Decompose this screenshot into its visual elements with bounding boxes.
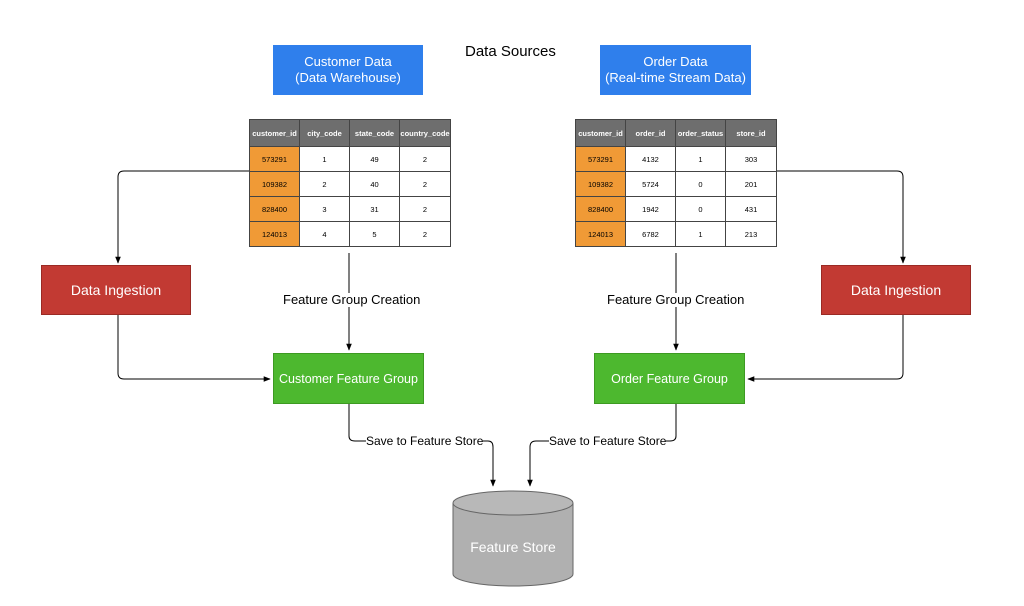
table-cell: 303 (725, 146, 777, 172)
arrow-customer-to-ingestion (115, 170, 249, 264)
table-cell: 1 (675, 146, 726, 172)
column-header: customer_id (575, 119, 626, 147)
customer-id-cell: 109382 (575, 171, 626, 197)
table-cell: 3 (299, 196, 350, 222)
feature-store-cylinder (452, 490, 574, 587)
table-row: 573291 1 49 2 (249, 146, 451, 172)
table-cell: 2 (399, 221, 451, 247)
table-cell: 31 (349, 196, 400, 222)
table-row: 109382 2 40 2 (249, 171, 451, 197)
table-cell: 2 (399, 171, 451, 197)
table-cell: 4 (299, 221, 350, 247)
left-save-to-feature-store-label: Save to Feature Store (366, 434, 484, 448)
column-header: order_id (625, 119, 676, 147)
table-cell: 201 (725, 171, 777, 197)
table-cell: 5724 (625, 171, 676, 197)
table-cell: 0 (675, 171, 726, 197)
column-header: city_code (299, 119, 350, 147)
column-header: store_id (725, 119, 777, 147)
customer-id-cell: 124013 (575, 221, 626, 247)
feature-store-label: Feature Store (470, 539, 556, 555)
table-row: 828400 1942 0 431 (575, 196, 777, 222)
table-cell: 431 (725, 196, 777, 222)
customer-data-table: customer_id city_code state_code country… (249, 119, 451, 247)
table-cell: 6782 (625, 221, 676, 247)
arrow-ingestion-to-customer-fg (117, 315, 271, 382)
right-feature-group-creation-label: Feature Group Creation (607, 292, 745, 307)
customer-source-line2: (Data Warehouse) (295, 70, 401, 85)
order-source-line1: Order Data (643, 54, 708, 69)
table-cell: 4132 (625, 146, 676, 172)
table-cell: 2 (399, 146, 451, 172)
table-cell: 1942 (625, 196, 676, 222)
right-save-to-feature-store-label: Save to Feature Store (549, 434, 667, 448)
column-header: customer_id (249, 119, 300, 147)
table-cell: 40 (349, 171, 400, 197)
customer-id-cell: 124013 (249, 221, 300, 247)
diagram-title: Data Sources (465, 43, 556, 60)
table-cell: 213 (725, 221, 777, 247)
customer-source-line1: Customer Data (304, 54, 392, 69)
customer-id-cell: 573291 (575, 146, 626, 172)
table-row: 573291 4132 1 303 (575, 146, 777, 172)
customer-data-source: Customer Data (Data Warehouse) (273, 45, 423, 95)
column-header: state_code (349, 119, 400, 147)
customer-feature-group-box: Customer Feature Group (273, 353, 424, 404)
order-data-table: customer_id order_id order_status store_… (575, 119, 777, 247)
table-row: 109382 5724 0 201 (575, 171, 777, 197)
column-header: order_status (675, 119, 726, 147)
table-cell: 1 (675, 221, 726, 247)
arrow-ingestion-to-order-fg (747, 315, 904, 382)
customer-id-cell: 828400 (249, 196, 300, 222)
table-cell: 2 (299, 171, 350, 197)
table-cell: 1 (299, 146, 350, 172)
customer-id-cell: 109382 (249, 171, 300, 197)
table-cell: 49 (349, 146, 400, 172)
order-data-source: Order Data (Real-time Stream Data) (600, 45, 751, 95)
left-feature-group-creation-label: Feature Group Creation (283, 292, 421, 307)
table-row: 124013 6782 1 213 (575, 221, 777, 247)
table-cell: 5 (349, 221, 400, 247)
customer-id-cell: 573291 (249, 146, 300, 172)
customer-id-cell: 828400 (575, 196, 626, 222)
right-data-ingestion-box: Data Ingestion (821, 265, 971, 315)
order-source-line2: (Real-time Stream Data) (605, 70, 746, 85)
table-header-row: customer_id order_id order_status store_… (575, 119, 777, 147)
left-data-ingestion-box: Data Ingestion (41, 265, 191, 315)
table-header-row: customer_id city_code state_code country… (249, 119, 451, 147)
arrow-order-to-ingestion (775, 170, 906, 264)
order-feature-group-box: Order Feature Group (594, 353, 745, 404)
table-row: 828400 3 31 2 (249, 196, 451, 222)
table-row: 124013 4 5 2 (249, 221, 451, 247)
column-header: country_code (399, 119, 451, 147)
table-cell: 0 (675, 196, 726, 222)
table-cell: 2 (399, 196, 451, 222)
